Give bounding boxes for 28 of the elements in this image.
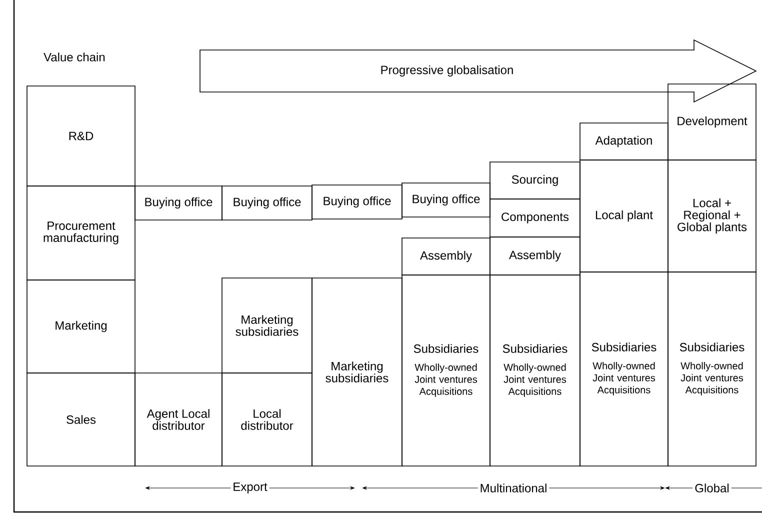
- stage-box: Local distributor: [222, 372, 312, 466]
- stage-box: Marketing: [26, 280, 136, 374]
- stage-box: Marketing subsidiaries: [222, 278, 312, 374]
- stage-box: Sales: [26, 372, 136, 466]
- phase-label: Export: [230, 480, 270, 496]
- stage-box: Development: [668, 84, 756, 160]
- subsidiary-box: Subsidiaries Wholly-owned Joint ventures Acquisitions: [668, 272, 756, 466]
- heading-label: Value chain: [44, 52, 105, 62]
- subsidiary-box: Subsidiaries Wholly-owned Joint ventures Acquisitions: [402, 274, 490, 466]
- subsidiary-box: Subsidiaries Wholly-owned Joint ventures Acquisitions: [580, 272, 668, 466]
- stage-box: Local + Regional + Global plants: [668, 160, 756, 272]
- stage-box: Buying office: [222, 186, 312, 220]
- stage-box: Assembly: [490, 236, 580, 276]
- stage-box: Adaptation: [580, 122, 668, 160]
- stage-box: Components: [490, 198, 580, 238]
- stage-box: Local plant: [580, 160, 668, 272]
- stage-box: Buying office: [312, 184, 402, 220]
- phase-label: Multinational: [478, 482, 550, 494]
- stage-box: Sourcing: [490, 162, 580, 200]
- stage-box: Buying office: [134, 186, 222, 220]
- stage-box: Buying office: [402, 182, 490, 218]
- subsidiary-box: Subsidiaries Wholly-owned Joint ventures Acquisitions: [490, 274, 580, 466]
- stage-box: R&D: [26, 86, 136, 186]
- stage-box: Marketing subsidiaries: [312, 278, 402, 466]
- phase-label: Global: [692, 482, 732, 494]
- stage-box: Procurement manufacturing: [26, 186, 136, 280]
- stage-box: Agent Local distributor: [134, 372, 222, 466]
- stage-box: Assembly: [402, 238, 490, 276]
